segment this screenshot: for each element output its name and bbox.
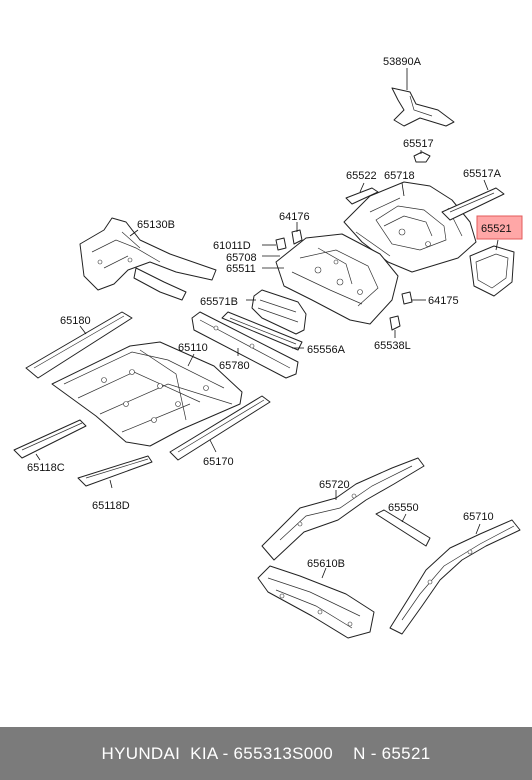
part-65130B-drawing <box>79 217 217 301</box>
label-65718: 65718 <box>384 170 415 182</box>
part-65720-drawing <box>261 457 425 561</box>
label-65517A: 65517A <box>463 168 502 180</box>
label-65538L: 65538L <box>374 340 411 352</box>
label-65708: 65708 <box>226 252 257 264</box>
label-65118D: 65118D <box>92 500 130 512</box>
footer-spacer <box>333 744 353 764</box>
part-65538L-drawing <box>389 315 401 338</box>
label-65610B: 65610B <box>307 558 345 570</box>
label-65130B: 65130B <box>137 219 175 231</box>
parts-diagram: 53890A 65517 65522 65718 65517A 65521 64… <box>13 56 523 639</box>
part-53890A-drawing <box>391 68 455 127</box>
part-65610B-drawing <box>257 565 375 639</box>
label-65556A: 65556A <box>307 344 346 356</box>
label-65720: 65720 <box>319 479 350 491</box>
part-65556A-drawing <box>221 311 304 351</box>
label-64176: 64176 <box>279 211 310 223</box>
part-65517-drawing <box>413 150 431 163</box>
label-65780: 65780 <box>219 360 250 372</box>
part-65522-drawing <box>345 182 379 205</box>
part-65180-drawing <box>25 311 133 379</box>
label-65710: 65710 <box>463 511 494 523</box>
label-53890A: 53890A <box>383 56 422 68</box>
label-65110: 65110 <box>178 342 208 354</box>
part-65780-drawing <box>191 311 299 379</box>
label-61011D: 61011D <box>213 240 251 252</box>
part-65517A-drawing <box>441 179 505 221</box>
label-65511: 65511 <box>226 263 256 275</box>
part-64176-drawing <box>291 222 303 245</box>
part-65170-drawing <box>169 395 271 461</box>
label-65521: 65521 <box>481 223 512 235</box>
label-65118C: 65118C <box>27 462 65 474</box>
part-65550-drawing <box>375 509 431 547</box>
label-65550: 65550 <box>388 502 419 514</box>
footer-part-ref: N - 65521 <box>353 743 431 763</box>
part-61011D-drawing <box>262 237 287 251</box>
part-65118D-drawing <box>77 455 153 489</box>
highlight-65521 <box>476 215 523 240</box>
part-65571B-drawing <box>246 289 307 335</box>
label-65522: 65522 <box>346 170 377 182</box>
label-64175: 64175 <box>428 295 459 307</box>
part-64175-drawing <box>401 291 426 305</box>
footer-bar: HYUNDAI KIA - 655313S000 N - 65521 <box>0 727 532 780</box>
part-65511-drawing <box>262 233 399 325</box>
part-65521-drawing <box>469 239 515 297</box>
part-65110-drawing <box>51 341 243 447</box>
part-65710-drawing <box>389 519 521 635</box>
footer-brand-code: HYUNDAI KIA - 655313S000 <box>101 743 333 763</box>
label-65170: 65170 <box>203 456 234 468</box>
label-65517: 65517 <box>403 138 434 150</box>
label-65180: 65180 <box>60 315 91 327</box>
label-65571B: 65571B <box>200 296 238 308</box>
part-65118C-drawing <box>13 419 87 461</box>
